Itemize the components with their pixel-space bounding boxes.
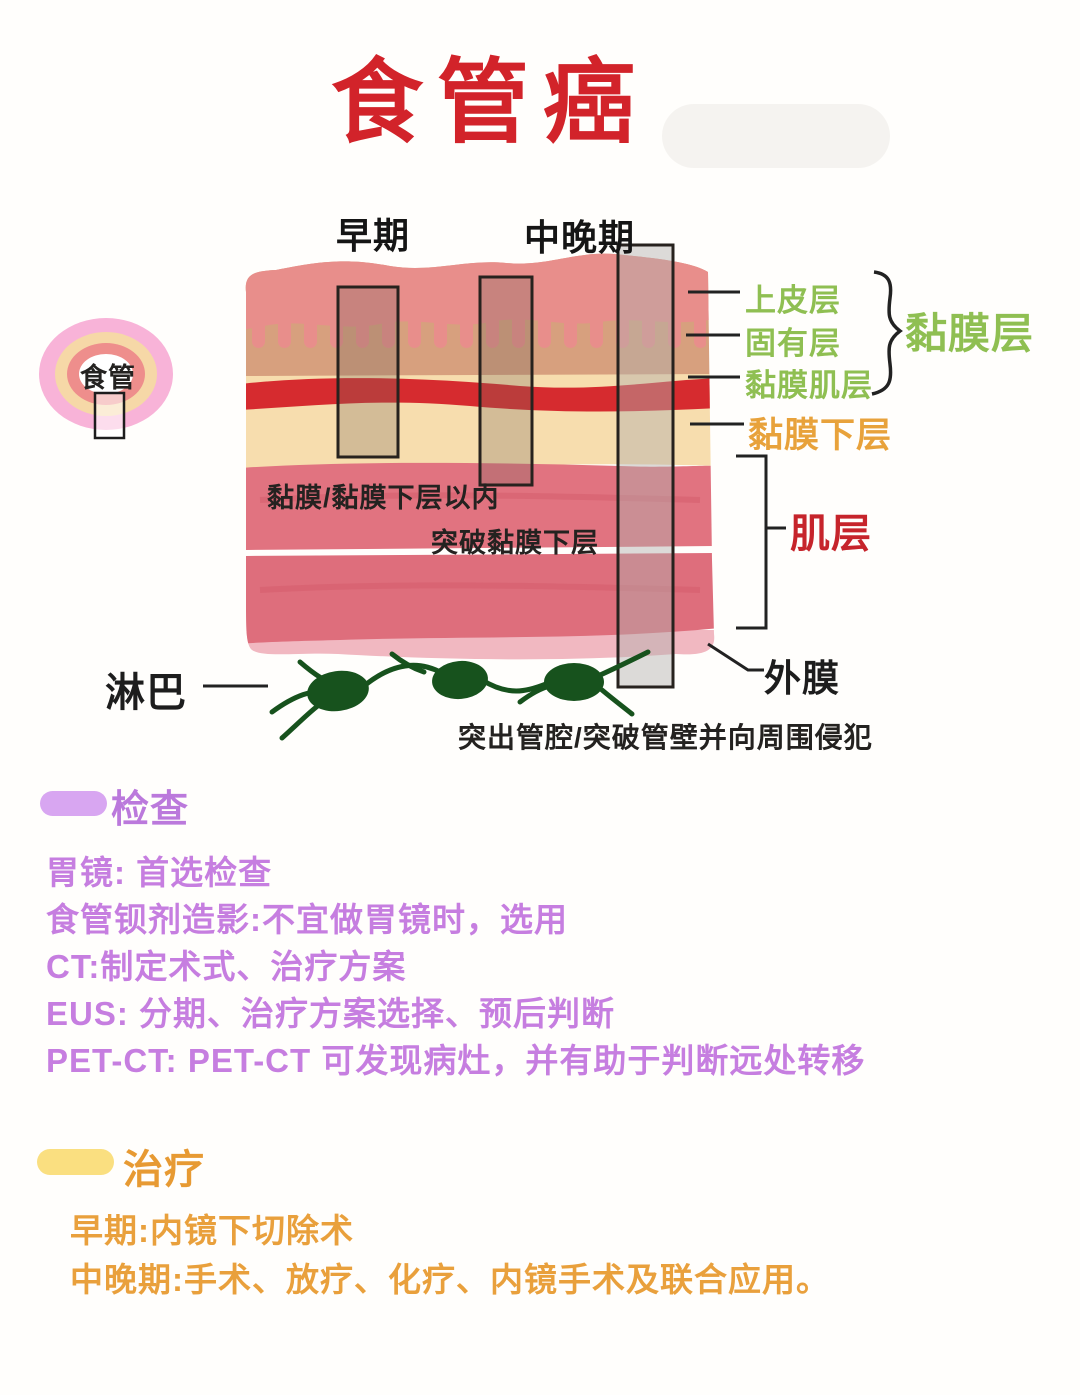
page-title: 食管癌 (330, 52, 649, 154)
exam-heading-highlight (40, 791, 107, 816)
tumor-box-advanced (616, 243, 675, 689)
treatment-lines: 早期:内镜下切除术 中晚期:手术、放疗、化疗、内镜手术及联合应用。 (70, 1206, 830, 1304)
exam-line-barium: 食管钡剂造影:不宜做胃镜时，选用 (46, 901, 568, 938)
treatment-heading-highlight (37, 1149, 114, 1175)
stage-label-early: 早期 (336, 215, 411, 256)
watermark-smudge (662, 104, 890, 168)
lymph-nodes (307, 660, 604, 712)
treatment-heading: 治疗 (123, 1148, 205, 1192)
epithelium-papillae (246, 314, 706, 358)
layer-label-muscularis-mucosae: 黏膜肌层 (745, 368, 873, 403)
tumor-box-mid (478, 275, 534, 487)
layer-label-epithelium: 上皮层 (745, 283, 841, 318)
layer-label-adventitia: 外膜 (764, 658, 840, 699)
exam-line-eus: EUS: 分期、治疗方案选择、预后判断 (46, 995, 616, 1032)
layer-label-mucosa-group: 黏膜层 (905, 310, 1035, 357)
exam-lines: 胃镜: 首选检查 食管钡剂造影:不宜做胃镜时，选用 CT:制定术式、治疗方案 E… (46, 849, 865, 1084)
exam-line-gastroscopy: 胃镜: 首选检查 (46, 854, 273, 891)
lymph-label: 淋巴 (105, 671, 187, 715)
invasion-note-mid-late: 突破黏膜下层 (431, 528, 599, 558)
layer-muscle-outer (245, 553, 715, 644)
exam-line-petct: PET-CT: PET-CT 可发现病灶，并有助于判断远处转移 (46, 1042, 866, 1079)
treatment-line-mid-late: 中晚期:手术、放疗、化疗、内镜手术及联合应用。 (70, 1261, 830, 1298)
treatment-line-early: 早期:内镜下切除术 (70, 1212, 354, 1249)
esophagus-label: 食管 (80, 363, 136, 393)
adventitia-leader (707, 642, 764, 672)
esophagus-cross-section (39, 318, 173, 440)
layer-label-lamina-propria: 固有层 (745, 326, 841, 361)
leader-lines (203, 290, 786, 688)
stage-label-mid-late: 中晚期 (524, 217, 636, 258)
layer-label-muscle: 肌层 (790, 512, 872, 556)
cross-section-tumor-box (93, 391, 126, 440)
exam-line-ct: CT:制定术式、治疗方案 (46, 948, 407, 985)
layer-muscle-inner (245, 462, 715, 550)
tumor-box-early (336, 285, 400, 459)
esophageal-wall-diagram (39, 243, 903, 741)
exam-heading: 检查 (111, 789, 190, 831)
mucosa-group-brace (871, 270, 903, 396)
muscle-bracket (736, 454, 768, 630)
invasion-note-early: 黏膜/黏膜下层以内 (267, 483, 500, 513)
layer-label-submucosa: 黏膜下层 (748, 416, 893, 455)
invasion-note-advanced: 突出管腔/突破管壁并向周围侵犯 (458, 722, 873, 753)
